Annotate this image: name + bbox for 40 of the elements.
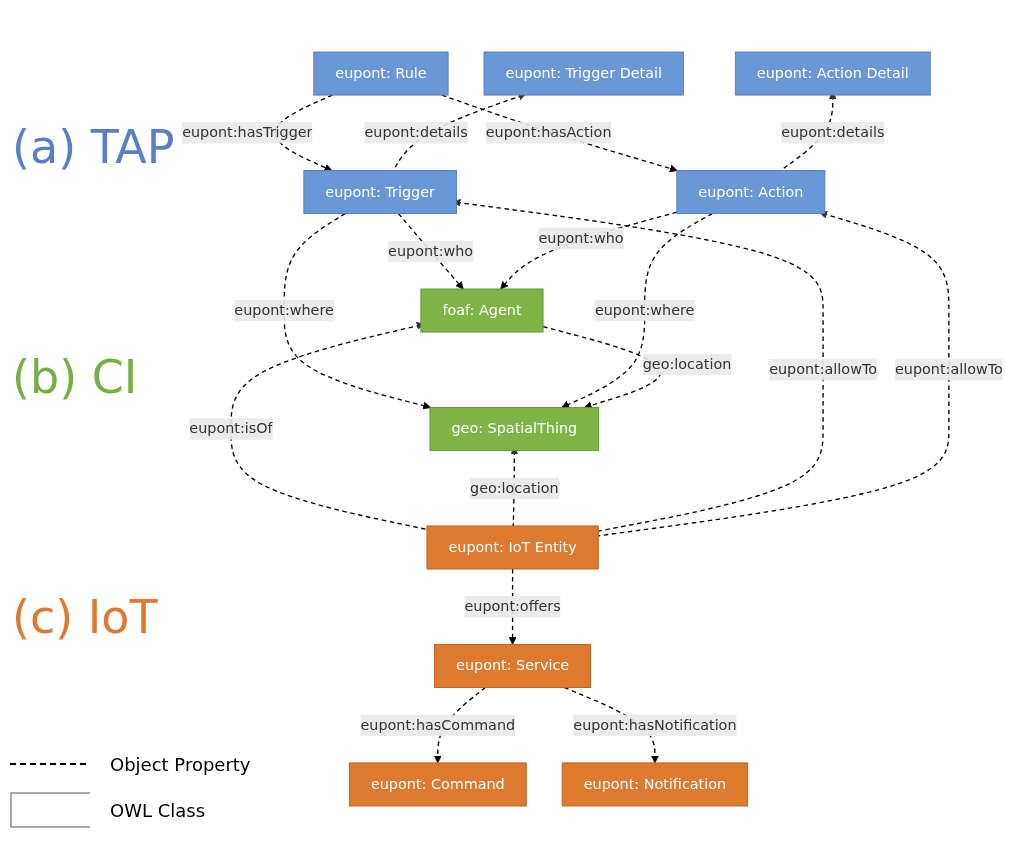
node-box: eupont: IoT Entity — [426, 525, 599, 570]
arrow — [283, 212, 431, 410]
edge-label: eupont:hasNotification — [573, 716, 737, 734]
edge-label: eupont:where — [234, 301, 334, 319]
node-box: eupont: Trigger — [303, 170, 457, 214]
arrow — [500, 211, 678, 290]
node-box: eupont: Rule — [313, 51, 449, 96]
node-box: eupont: Action Detail — [734, 51, 931, 96]
legend-label: OWL Class — [110, 799, 206, 821]
arrow — [230, 322, 428, 531]
edge-label: eupont:allowTo — [769, 360, 878, 378]
arrow — [561, 212, 713, 409]
edge-label: eupont:allowTo — [894, 360, 1003, 378]
edge-label: eupont:where — [594, 301, 695, 319]
arrow — [597, 210, 950, 537]
arrow — [508, 568, 517, 645]
edge-label: eupont:who — [538, 229, 624, 247]
node-box: eupont: Command — [348, 762, 527, 807]
layer-label: (a) TAP — [12, 120, 175, 174]
edge-label: geo:location — [642, 355, 732, 373]
node-box: foaf: Agent — [420, 288, 544, 333]
node-box: eupont: Service — [434, 643, 592, 688]
edge-label: eupont:isOf — [189, 420, 273, 438]
arrow — [433, 686, 487, 764]
edge-label: eupont:offers — [464, 597, 561, 615]
node-box: eupont: Notification — [561, 762, 749, 807]
edge-label: eupont:hasCommand — [360, 716, 516, 734]
node-box: geo: SpatialThing — [429, 407, 600, 451]
edge-label: eupont:details — [781, 123, 885, 141]
node-box: eupont: Action — [676, 170, 826, 214]
legend-label: Object Property — [110, 753, 251, 775]
arrow — [397, 212, 464, 290]
edge-label: eupont:who — [388, 242, 474, 260]
edge-label: eupont:hasTrigger — [182, 123, 313, 141]
node-box: eupont: Trigger Detail — [483, 51, 684, 96]
layer-label: (c) IoT — [12, 590, 158, 644]
edge-label: eupont:hasAction — [485, 123, 612, 141]
edge-label: eupont:details — [364, 123, 468, 141]
edge-label: geo:location — [470, 479, 559, 497]
layer-label: (b) CI — [12, 350, 138, 404]
